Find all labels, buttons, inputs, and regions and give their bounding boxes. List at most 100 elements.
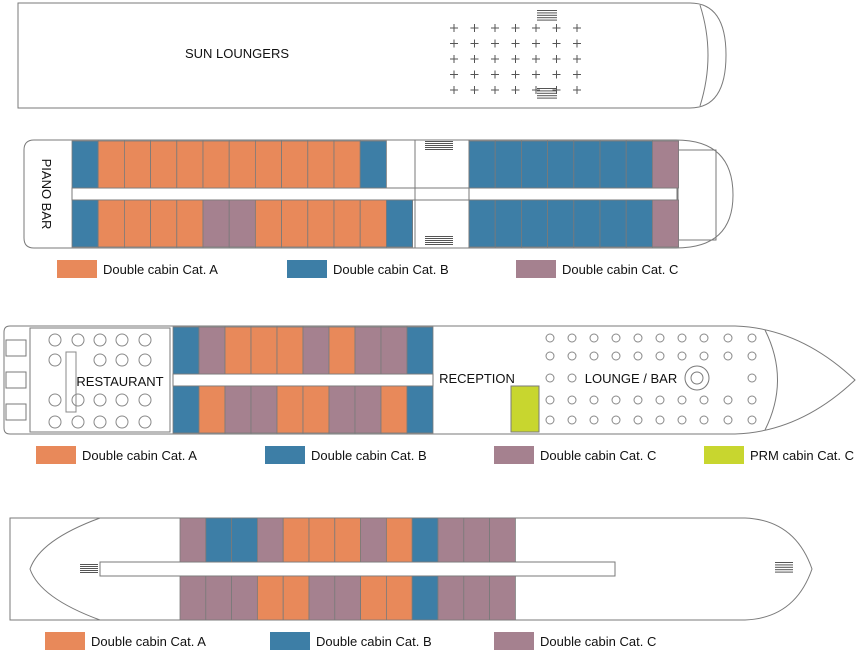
sun-deck-bow-line — [699, 4, 709, 107]
upper-cabin-row1-1 — [494, 199, 522, 248]
table-icon — [723, 395, 733, 405]
legend-item-C: Double cabin Cat. C — [516, 260, 678, 278]
upper-cabin-row0-7 — [652, 140, 680, 189]
upper-cabin-row1-7 — [254, 199, 282, 248]
lounger-mark — [511, 24, 520, 32]
lounger-mark — [573, 70, 581, 79]
sun-deck-outline — [17, 2, 727, 109]
lower-cabin-row0-6 — [334, 517, 361, 563]
upper-cabin-row0-5 — [599, 140, 627, 189]
table-icon — [633, 351, 643, 361]
table-icon — [747, 395, 757, 405]
lower-cabin-row0-8 — [385, 517, 413, 563]
lower-cabin-row0-0 — [179, 517, 207, 563]
table-icon — [567, 373, 577, 383]
lounger-mark — [552, 55, 561, 63]
upper-cabin-row1-3 — [150, 199, 178, 248]
table-icon — [589, 395, 599, 405]
upper-deck-outline — [23, 139, 734, 249]
table-icon — [723, 351, 733, 361]
upper-deck-corridor — [71, 187, 678, 201]
table-icon — [567, 351, 577, 361]
stairs-icon — [537, 97, 557, 99]
upper-cabin-row0-8 — [281, 140, 309, 189]
lower-cabin-row1-6 — [334, 575, 361, 621]
lower-cabin-row0-11 — [463, 517, 490, 563]
lounger-mark — [491, 24, 499, 32]
lower-deck-stern — [29, 517, 101, 621]
upper-cabin-row1-0 — [468, 199, 496, 248]
prm-cabin — [510, 385, 540, 433]
main-cabin-row1-9 — [406, 385, 434, 434]
legend-label: Double cabin Cat. B — [333, 261, 449, 277]
table-icon — [567, 333, 577, 343]
table-icon — [93, 393, 107, 407]
lounger-mark — [450, 24, 458, 32]
lounger-mark — [552, 39, 561, 48]
upper-cabin-row0-6 — [228, 140, 256, 189]
lounger-mark — [511, 86, 520, 94]
upper-cabin-row1-0 — [71, 199, 99, 248]
upper-cabin-row0-3 — [150, 140, 178, 189]
reception-label: RECEPTION — [439, 371, 515, 386]
legend-swatch — [57, 260, 97, 278]
upper-cabin-row1-10 — [333, 199, 361, 248]
legend-item-C: Double cabin Cat. C — [494, 632, 656, 650]
lounger-mark — [532, 70, 540, 79]
table-icon — [138, 353, 152, 367]
table-icon — [115, 393, 129, 407]
table-icon — [48, 353, 62, 367]
lower-cabin-row1-4 — [282, 575, 310, 621]
table-icon — [655, 351, 665, 361]
lounger-mark — [450, 70, 458, 79]
table-icon — [589, 333, 599, 343]
lounger-mark — [511, 55, 520, 63]
upper-cabin-row0-6 — [625, 140, 653, 189]
lounger-mark — [532, 55, 540, 63]
legend-item-B: Double cabin Cat. B — [270, 632, 432, 650]
legend-item-P: PRM cabin Cat. C — [704, 446, 854, 464]
lounger-mark — [491, 39, 499, 48]
main-cabin-row1-7 — [354, 385, 382, 434]
upper-cabin-row1-2 — [124, 199, 152, 248]
main-cabin-row1-0 — [172, 385, 200, 434]
table-icon — [115, 415, 129, 429]
legend-swatch — [704, 446, 744, 464]
lower-cabin-row1-2 — [231, 575, 258, 621]
main-cabin-row0-7 — [354, 326, 382, 375]
table-icon — [699, 333, 709, 343]
table-icon — [655, 333, 665, 343]
lower-cabin-row1-5 — [308, 575, 336, 621]
lower-cabin-row0-12 — [489, 517, 516, 563]
stairs-icon — [80, 572, 98, 573]
lower-cabin-row1-3 — [256, 575, 284, 621]
legend-item-B: Double cabin Cat. B — [287, 260, 449, 278]
legend-item-A: Double cabin Cat. A — [57, 260, 218, 278]
legend-swatch — [494, 632, 534, 650]
table-icon — [611, 333, 621, 343]
table-icon — [71, 333, 85, 347]
long-table — [65, 351, 77, 413]
legend-label: Double cabin Cat. C — [540, 447, 657, 463]
table-icon — [115, 333, 129, 347]
lounger-mark — [573, 86, 581, 94]
upper-cabin-row0-1 — [97, 140, 125, 189]
lower-cabin-row0-10 — [437, 517, 465, 563]
lower-cabin-row1-8 — [385, 575, 413, 621]
upper-cabin-row0-4 — [176, 140, 204, 189]
lower-cabin-row0-7 — [360, 517, 387, 563]
table-icon — [677, 333, 687, 343]
upper-cabin-row1-5 — [202, 199, 230, 248]
upper-cabin-row0-0 — [468, 140, 496, 189]
lower-deck-outline — [9, 517, 813, 621]
lower-cabin-row0-4 — [282, 517, 310, 563]
table-icon — [655, 395, 665, 405]
upper-cabin-row0-4 — [573, 140, 601, 189]
table-icon — [633, 395, 643, 405]
upper-cabin-row0-3 — [547, 140, 575, 189]
lounger-mark — [532, 39, 540, 48]
lounger-mark — [470, 86, 479, 94]
stairs-icon — [425, 244, 453, 245]
legend-item-A: Double cabin Cat. A — [36, 446, 197, 464]
table-icon — [545, 333, 555, 343]
